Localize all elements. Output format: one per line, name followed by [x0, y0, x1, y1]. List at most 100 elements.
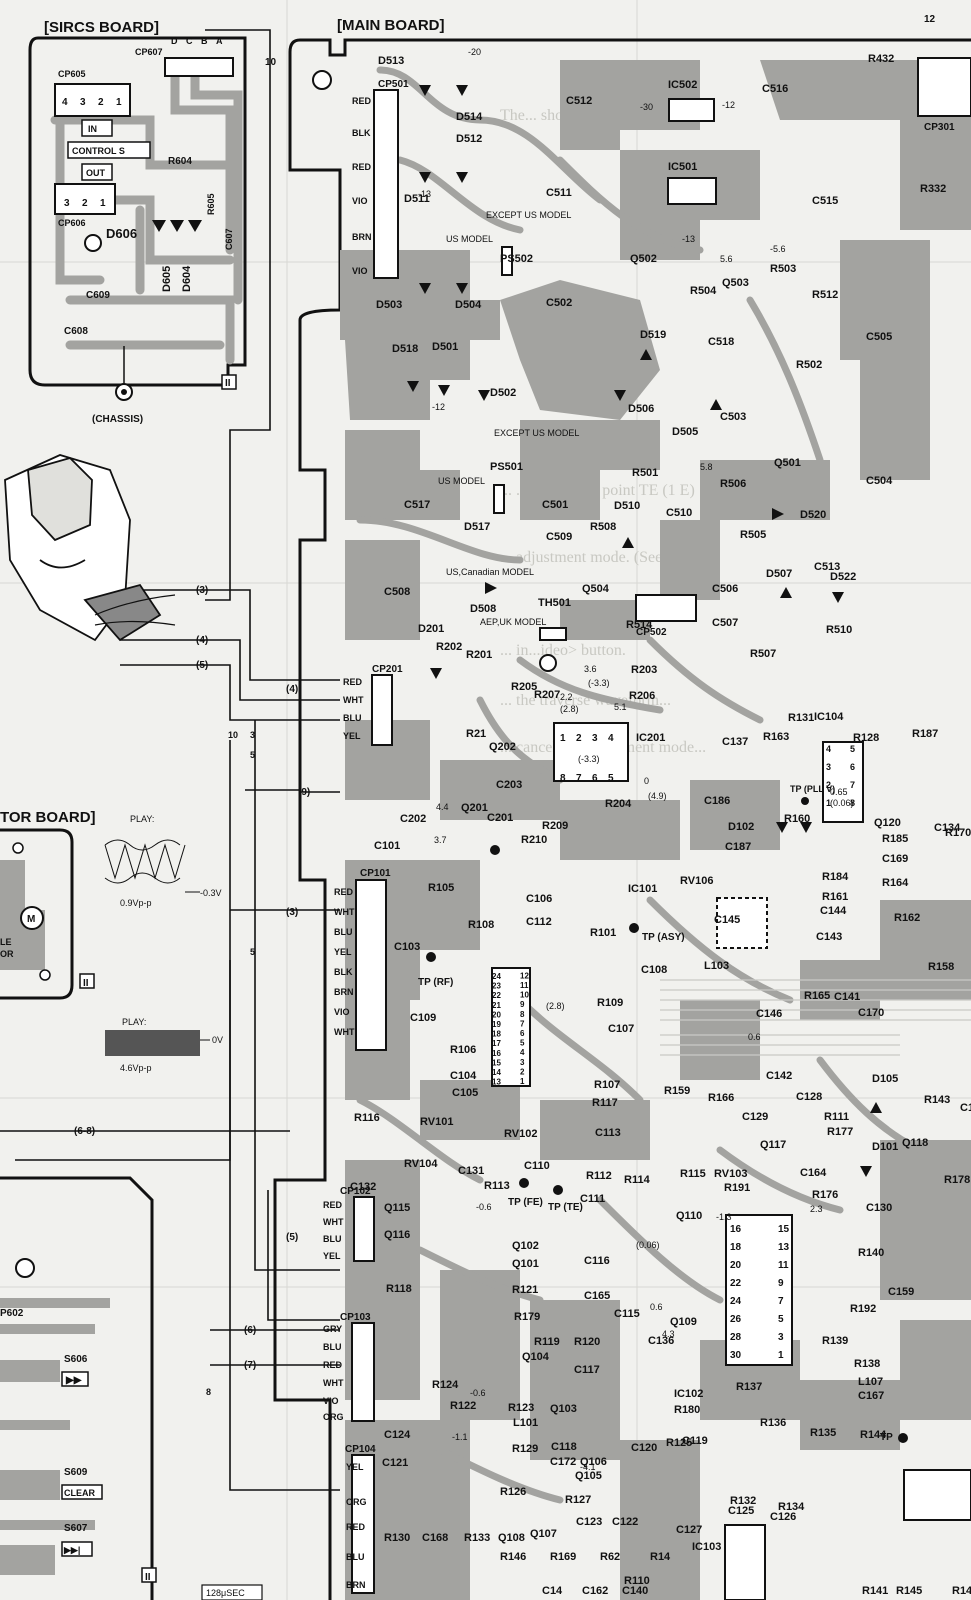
- component-label: Q202: [489, 741, 516, 753]
- component-label: IC103: [692, 1541, 721, 1553]
- cp201-wire: YEL: [343, 731, 361, 741]
- ic101-pin: 21: [492, 1001, 501, 1010]
- cp201-connector: [371, 674, 393, 746]
- voltage-reading: 3.6: [584, 664, 597, 674]
- voltage-reading: -12: [432, 402, 445, 412]
- in-label: IN: [88, 124, 97, 134]
- ic101-pin: 2: [520, 1067, 525, 1076]
- test-point-label: TP (FE): [508, 1197, 543, 1208]
- component-label: C115: [614, 1308, 640, 1320]
- ic102-pin: 30: [730, 1350, 742, 1361]
- harness-tag: 12: [924, 14, 936, 25]
- cp104-wire: RED: [346, 1522, 366, 1532]
- component-label: C201: [487, 812, 513, 824]
- component-label: R115: [680, 1168, 706, 1180]
- component-label: C502: [546, 297, 572, 309]
- component-label: R108: [468, 919, 494, 931]
- component-label: R179: [514, 1311, 540, 1323]
- component-label: R191: [724, 1182, 750, 1194]
- component-label: R512: [812, 289, 838, 301]
- voltage-reading: -1.1: [452, 1432, 468, 1442]
- component-label: R207: [534, 689, 560, 701]
- part-label: R605: [206, 193, 216, 215]
- harness-tag: 10: [265, 57, 277, 68]
- component-label: R105: [428, 882, 454, 894]
- ic101-pin: 10: [520, 991, 529, 1000]
- component-label: RV102: [504, 1128, 537, 1140]
- component-label: R133: [464, 1532, 490, 1544]
- component-label: C119: [682, 1435, 708, 1447]
- component-label: IC104: [814, 711, 844, 723]
- component-label: R132: [730, 1495, 756, 1507]
- ic201-pin: 6: [592, 773, 598, 784]
- cp101-wire: WHT: [334, 907, 355, 917]
- component-label: Q108: [498, 1532, 525, 1544]
- switch-label: S606: [64, 1354, 88, 1365]
- component-label: C146: [756, 1008, 782, 1020]
- voltage-reading: (4.9): [648, 791, 667, 801]
- component-label: R169: [550, 1551, 576, 1563]
- component-label: R117: [592, 1097, 618, 1109]
- cp501-wire: VIO: [352, 266, 368, 276]
- component-label: C513: [814, 561, 840, 573]
- component-label: C518: [708, 336, 734, 348]
- voltage-reading: 5.8: [700, 462, 713, 472]
- voltage-reading: 0.6: [748, 1032, 761, 1042]
- component-label: C504: [866, 475, 893, 487]
- cp501-connector: [373, 89, 399, 279]
- ic104-pin: 8: [850, 798, 855, 808]
- harness-tag: (5): [196, 660, 208, 671]
- component-label: R114: [624, 1174, 651, 1186]
- component-label: R184: [822, 871, 849, 883]
- component-label: R106: [450, 1044, 476, 1056]
- part-label: D606: [106, 226, 137, 241]
- component-label: C126: [770, 1511, 796, 1523]
- test-point-label: TP (RF): [418, 977, 453, 988]
- test-point-dots: [426, 797, 908, 1443]
- cp103-wire: ORG: [323, 1412, 344, 1422]
- cp201-wire: BLU: [343, 713, 362, 723]
- component-label: R62: [600, 1551, 620, 1563]
- board-marker: II: [225, 378, 231, 389]
- cp607-pin-label: A: [216, 36, 223, 46]
- switch-label: S607: [64, 1523, 88, 1534]
- ic101-pin: 12: [520, 971, 529, 980]
- component-label: C202: [400, 813, 426, 825]
- component-label: R109: [597, 997, 623, 1009]
- voltage-reading: (2.8): [560, 704, 579, 714]
- ic101-pin: 13: [492, 1078, 501, 1087]
- component-label: R129: [512, 1443, 538, 1455]
- component-label: R166: [708, 1092, 734, 1104]
- component-label: C118: [551, 1441, 577, 1453]
- model-note: EXCEPT US MODEL: [494, 428, 579, 438]
- component-label: C122: [612, 1516, 638, 1528]
- main-board-parts: [351, 57, 971, 1600]
- ic201-pin: 1: [560, 733, 566, 744]
- component-label: Q107: [530, 1528, 557, 1540]
- voltage-reading: -13: [418, 189, 431, 199]
- component-label: Q503: [722, 277, 749, 289]
- timebase-label: 128μSEC: [206, 1588, 245, 1598]
- component-label: C510: [666, 507, 692, 519]
- cp104-connector: [351, 1454, 375, 1594]
- cp104-wire: YEL: [346, 1462, 364, 1472]
- ic103-chip: [724, 1524, 766, 1600]
- component-label: R506: [720, 478, 746, 490]
- component-label: C186: [704, 795, 730, 807]
- clear-label: CLEAR: [64, 1488, 95, 1498]
- component-label: C103: [394, 941, 420, 953]
- ic102-pin: 26: [730, 1314, 742, 1325]
- component-label: D201: [418, 623, 444, 635]
- cp605-pin: 3: [80, 97, 86, 108]
- part-label: C609: [86, 290, 110, 301]
- voltage-reading: 0: [644, 776, 649, 786]
- component-label: C111: [580, 1193, 605, 1205]
- component-label: R134: [778, 1501, 805, 1513]
- component-label: Q101: [512, 1258, 539, 1270]
- ic201-chip: [553, 722, 629, 782]
- ic102-pin: 5: [778, 1314, 784, 1325]
- harness-tag: (5): [286, 1232, 298, 1243]
- ic101-pin: 19: [492, 1020, 501, 1029]
- cp101-wire: YEL: [334, 947, 352, 957]
